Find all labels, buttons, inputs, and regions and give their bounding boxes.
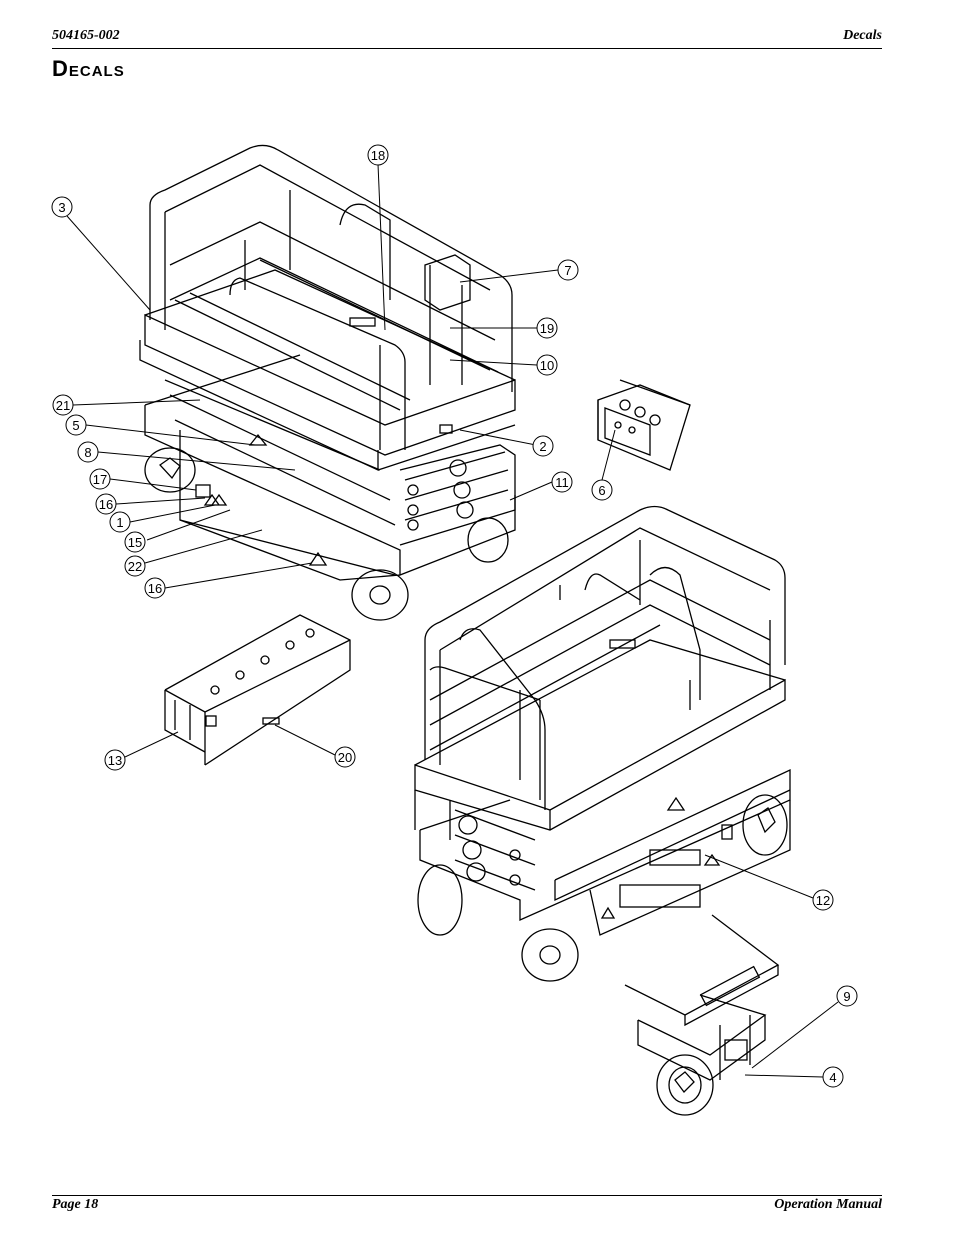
callout-labels: 3 18 7 19 10 21 5 2 8 17 11 16 1 15 22 1…: [51, 144, 858, 1088]
callout-5: 5: [65, 414, 87, 436]
callout-19: 19: [536, 317, 558, 339]
svg-text:5: 5: [72, 418, 79, 433]
callout-4: 4: [822, 1066, 844, 1088]
svg-text:16: 16: [148, 581, 162, 596]
callout-3: 3: [51, 196, 73, 218]
callout-1: 1: [109, 511, 131, 533]
tray-detail: [624, 914, 780, 1116]
svg-text:4: 4: [829, 1070, 836, 1085]
svg-text:8: 8: [84, 445, 91, 460]
callout-7: 7: [557, 259, 579, 281]
svg-text:10: 10: [540, 358, 554, 373]
callout-15: 15: [124, 531, 146, 553]
svg-text:17: 17: [93, 472, 107, 487]
callout-22: 22: [124, 555, 146, 577]
section-name: Decals: [843, 28, 882, 43]
callout-8: 8: [77, 441, 99, 463]
page-number: Page 18: [52, 1197, 99, 1212]
svg-text:19: 19: [540, 321, 554, 336]
svg-text:11: 11: [555, 475, 569, 490]
scissor-lift-upper: [139, 144, 516, 621]
document-number: 504165-002: [52, 28, 120, 43]
footer-rule: [52, 1195, 882, 1196]
svg-text:20: 20: [338, 750, 352, 765]
page-title: Decals: [52, 56, 125, 81]
svg-text:2: 2: [539, 439, 546, 454]
svg-text:22: 22: [128, 559, 142, 574]
callout-17: 17: [89, 468, 111, 490]
callout-21: 21: [52, 394, 74, 416]
svg-text:9: 9: [843, 989, 850, 1004]
callout-16-a: 16: [95, 493, 117, 515]
svg-text:13: 13: [108, 753, 122, 768]
scissor-lift-lower: [414, 505, 791, 982]
callout-6: 6: [591, 479, 613, 501]
svg-text:16: 16: [99, 497, 113, 512]
svg-text:1: 1: [116, 515, 123, 530]
svg-text:15: 15: [128, 535, 142, 550]
svg-text:6: 6: [598, 483, 605, 498]
callout-2: 2: [532, 435, 554, 457]
callout-11: 11: [551, 471, 573, 493]
svg-text:21: 21: [56, 398, 70, 413]
svg-text:18: 18: [371, 148, 385, 163]
header-rule: [52, 48, 882, 49]
callout-12: 12: [812, 889, 834, 911]
leader-lines: [66, 163, 839, 1078]
callout-13: 13: [104, 749, 126, 771]
svg-text:7: 7: [564, 263, 571, 278]
callout-18: 18: [367, 144, 389, 166]
callout-16-b: 16: [144, 577, 166, 599]
svg-text:3: 3: [58, 200, 65, 215]
manual-name: Operation Manual: [774, 1197, 882, 1212]
callout-9: 9: [836, 985, 858, 1007]
module-box-detail: [164, 614, 351, 766]
svg-text:12: 12: [816, 893, 830, 908]
callout-10: 10: [536, 354, 558, 376]
callout-20: 20: [334, 746, 356, 768]
control-box-detail: [597, 379, 691, 471]
